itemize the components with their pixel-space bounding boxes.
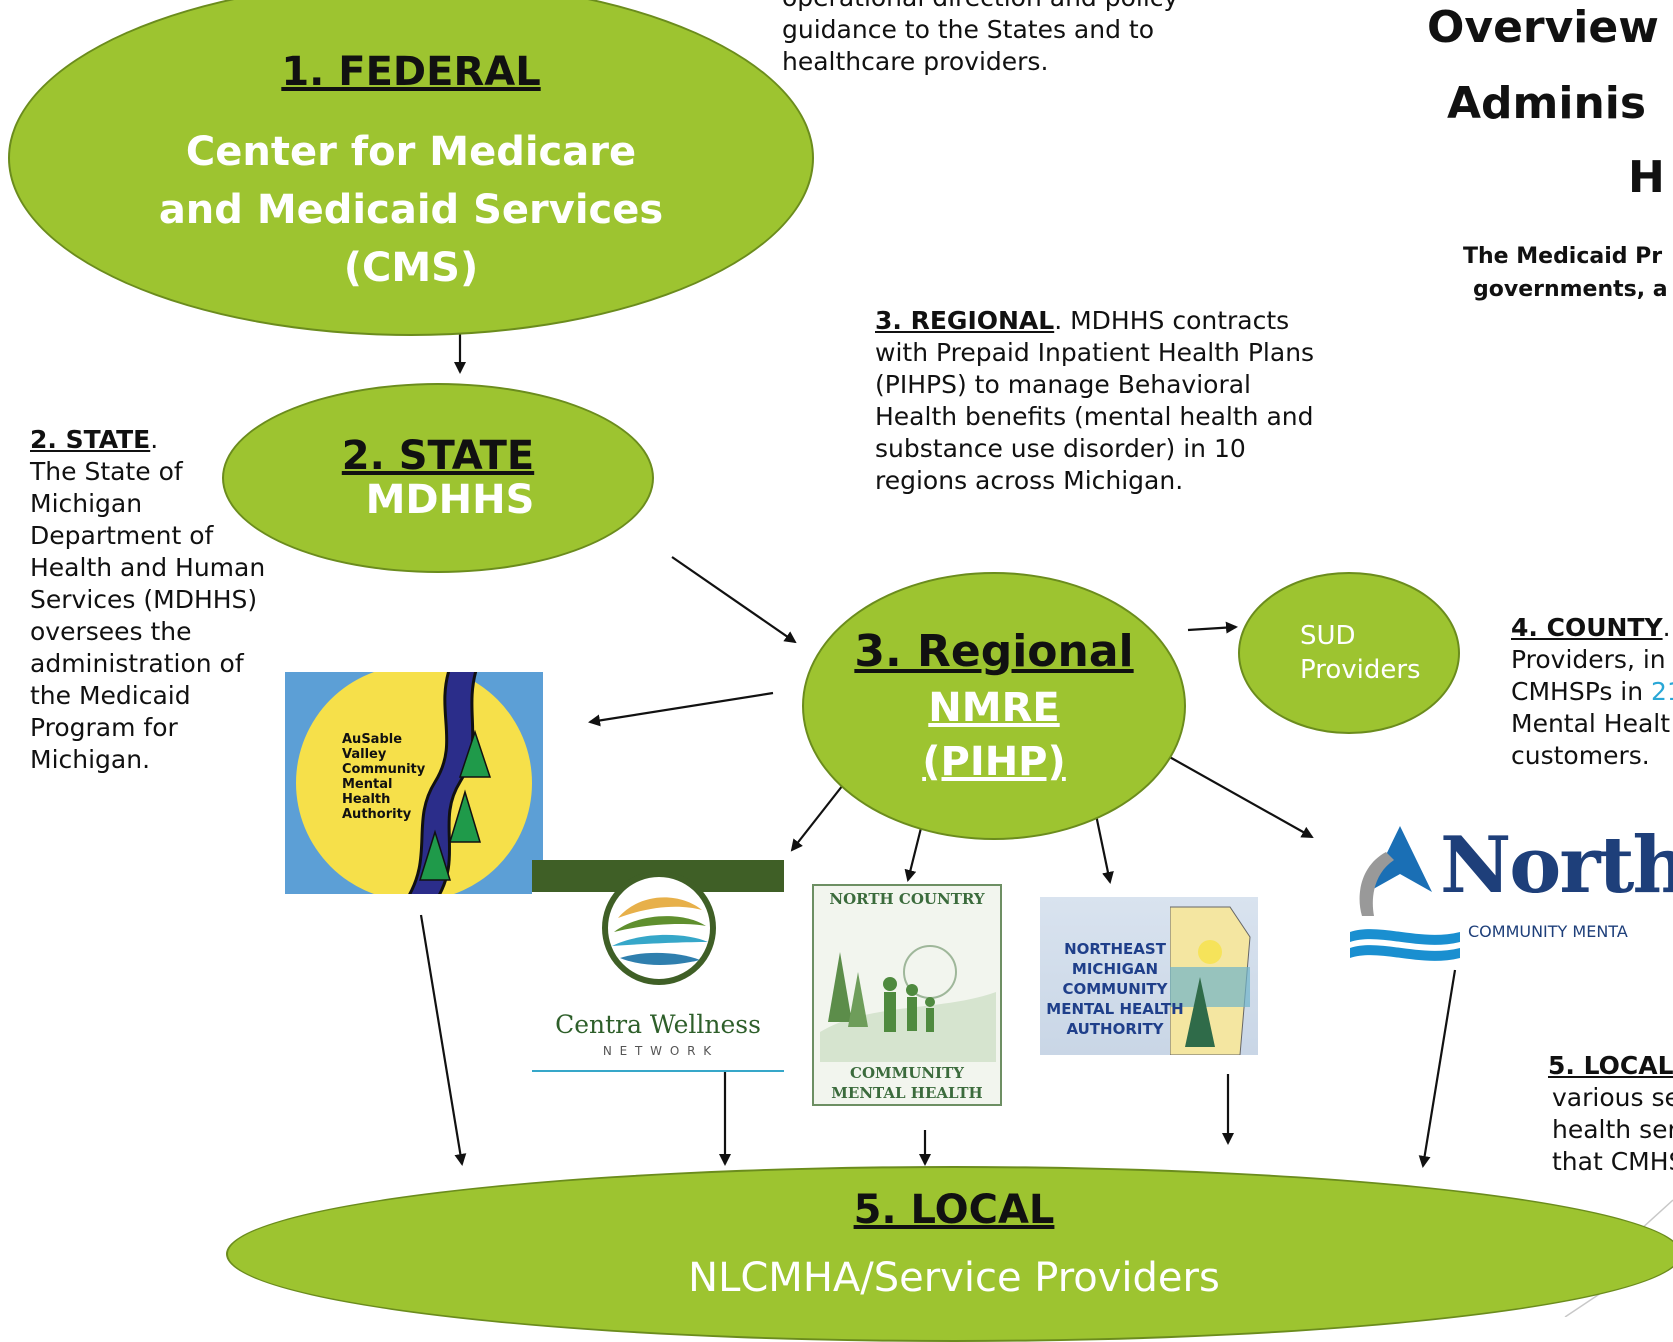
arrow-regional-to-centra: [790, 775, 851, 852]
arrow-ausable-to-local: [419, 914, 467, 1166]
state-ellipse: 2. STATE MDHHS: [222, 383, 654, 573]
ausable-l4: Mental: [342, 777, 393, 792]
regional-name-2: (PIHP): [922, 739, 1066, 785]
county-line2b: 21: [1651, 677, 1673, 706]
federal-name: Center for Medicare and Medicaid Service…: [158, 129, 664, 291]
northern-lakes-logo: Norther COMMUNITY MENTA: [1350, 826, 1673, 966]
northeast-michigan-logo: NORTHEAST MICHIGAN COMMUNITY MENTAL HEAL…: [1040, 897, 1258, 1055]
north-country-bottom1: COMMUNITY: [850, 1064, 964, 1082]
northeast-l1: NORTHEAST: [1064, 940, 1166, 958]
federal-note: operational direction and policy guidanc…: [782, 0, 1178, 76]
subtitle-line1: The Medicaid Pr: [1463, 244, 1663, 269]
sud-line2: Providers: [1300, 655, 1421, 685]
centra-name: Centra Wellness: [555, 1010, 761, 1039]
ausable-l5: Health: [342, 792, 391, 807]
centra-wellness-logo: Centra Wellness N E T W O R K: [532, 860, 784, 1072]
state-note: 2. STATE. The State of Michigan Departme…: [30, 424, 292, 776]
centra-sub: N E T W O R K: [602, 1044, 714, 1058]
northeast-l2: MICHIGAN: [1071, 960, 1159, 978]
local-note: 5. LOCAL various se health ser that CMHS: [1548, 1050, 1673, 1178]
regional-note-body: MDHHS contracts with Prepaid Inpatient H…: [875, 306, 1315, 495]
northeast-l3: COMMUNITY: [1062, 980, 1168, 998]
local-line2: health ser: [1552, 1115, 1673, 1144]
northern-sub: COMMUNITY MENTA: [1468, 922, 1628, 941]
sud-line1: SUD: [1300, 621, 1356, 651]
regional-name-1: NMRE: [928, 685, 1060, 731]
ausable-logo-art: [296, 672, 532, 894]
northeast-l5: AUTHORITY: [1066, 1020, 1164, 1038]
county-note: 4. COUNTY. Providers, in CMHSPs in 21 Me…: [1511, 612, 1673, 772]
local-line1: various se: [1552, 1083, 1673, 1112]
regional-heading: 3. Regional: [854, 626, 1134, 677]
northern-arrow-art: [1350, 826, 1460, 961]
north-country-art: [820, 945, 996, 1062]
state-name: MDHHS: [365, 477, 535, 523]
north-country-bottom2: MENTAL HEALTH: [831, 1084, 983, 1102]
county-note-heading: 4. COUNTY: [1511, 613, 1663, 642]
federal-ellipse: 1. FEDERAL Center for Medicare and Medic…: [8, 0, 814, 336]
local-line3: that CMHS: [1552, 1147, 1673, 1176]
sud-providers-ellipse: SUD Providers: [1238, 572, 1460, 734]
page-title-line3: H: [1628, 152, 1665, 203]
state-note-heading: 2. STATE: [30, 425, 151, 454]
state-heading: 2. STATE: [341, 433, 535, 479]
arrow-state-to-regional: [671, 556, 797, 644]
ausable-l2: Valley: [342, 747, 387, 762]
northeast-map-art: [1170, 906, 1251, 1055]
northern-name: Norther: [1440, 826, 1673, 911]
ausable-l1: AuSable: [342, 732, 403, 747]
local-name: NLCMHA/Service Providers: [688, 1255, 1220, 1301]
arrow-northern-to-local: [1418, 969, 1457, 1168]
local-ellipse: 5. LOCAL NLCMHA/Service Providers: [226, 1166, 1673, 1342]
ausable-l3: Community: [342, 762, 426, 777]
county-line1: Providers, in: [1511, 645, 1666, 674]
county-line4: customers.: [1511, 741, 1650, 770]
north-country-logo: NORTH COUNTRY COMMUNITY MENTAL HEALTH: [812, 884, 1002, 1106]
regional-note: 3. REGIONAL. MDHHS contracts with Prepai…: [875, 306, 1315, 495]
ausable-valley-logo: AuSable Valley Community Mental Health A…: [285, 672, 543, 894]
regional-ellipse: 3. Regional NMRE (PIHP): [802, 572, 1186, 840]
northeast-l4: MENTAL HEALTH: [1046, 1000, 1184, 1018]
federal-heading: 1. FEDERAL: [281, 49, 541, 95]
local-note-heading: 5. LOCAL: [1548, 1051, 1673, 1080]
state-note-body: The State of Michigan Department of Heal…: [30, 457, 266, 774]
page-title-line1: Overview: [1427, 2, 1659, 53]
subtitle-line2: governments, a: [1473, 277, 1668, 302]
page-title-line2: Adminis: [1447, 78, 1647, 129]
north-country-top: NORTH COUNTRY: [829, 890, 985, 908]
local-heading: 5. LOCAL: [853, 1187, 1055, 1233]
ausable-l6: Authority: [342, 807, 412, 822]
arrow-regional-to-northern: [1149, 745, 1314, 838]
regional-note-heading: 3. REGIONAL: [875, 306, 1055, 335]
centra-emblem: [602, 871, 716, 985]
arrow-regional-to-sud: [1187, 621, 1238, 634]
arrow-regional-to-ausable: [588, 691, 774, 727]
county-line3: Mental Healt: [1511, 709, 1671, 738]
county-line2a: CMHSPs in: [1511, 677, 1652, 706]
